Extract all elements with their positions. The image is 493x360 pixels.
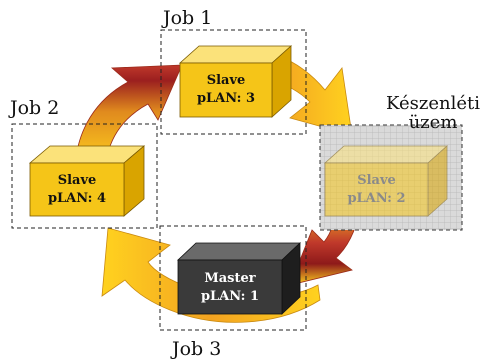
box-plan4-address: pLAN: 4 (47, 191, 107, 206)
box-plan2-role: Slave (357, 173, 396, 188)
box-master-plan1 (176, 242, 302, 315)
box-slave-plan3 (178, 45, 293, 118)
box-plan3-role: Slave (206, 73, 246, 88)
box-plan1-address: pLAN: 1 (200, 289, 260, 304)
box-text-plan3: Slave pLAN: 3 (180, 72, 272, 108)
box-plan3-address: pLAN: 3 (196, 91, 256, 106)
job2-frame (11, 123, 158, 229)
standby-label-line1: Készenléti (386, 93, 480, 114)
box-text-plan1: Master pLAN: 1 (178, 270, 282, 306)
box-slave-plan2 (323, 145, 449, 217)
box-plan1-role: Master (204, 271, 256, 286)
box-plan4-role: Slave (57, 173, 97, 188)
box-plan2-address: pLAN: 2 (347, 191, 406, 206)
job1-label: Job 1 (163, 7, 213, 29)
job2-label: Job 2 (10, 97, 60, 119)
job3-frame (159, 225, 307, 331)
box-text-plan4: Slave pLAN: 4 (30, 172, 124, 208)
job1-frame (160, 29, 307, 135)
standby-label: Készenléti üzem (378, 93, 488, 133)
standby-label-line2: üzem (408, 111, 458, 133)
box-slave-plan4 (28, 145, 146, 217)
job3-label: Job 3 (172, 338, 222, 360)
box-text-plan2: Slave pLAN: 2 (325, 172, 428, 208)
